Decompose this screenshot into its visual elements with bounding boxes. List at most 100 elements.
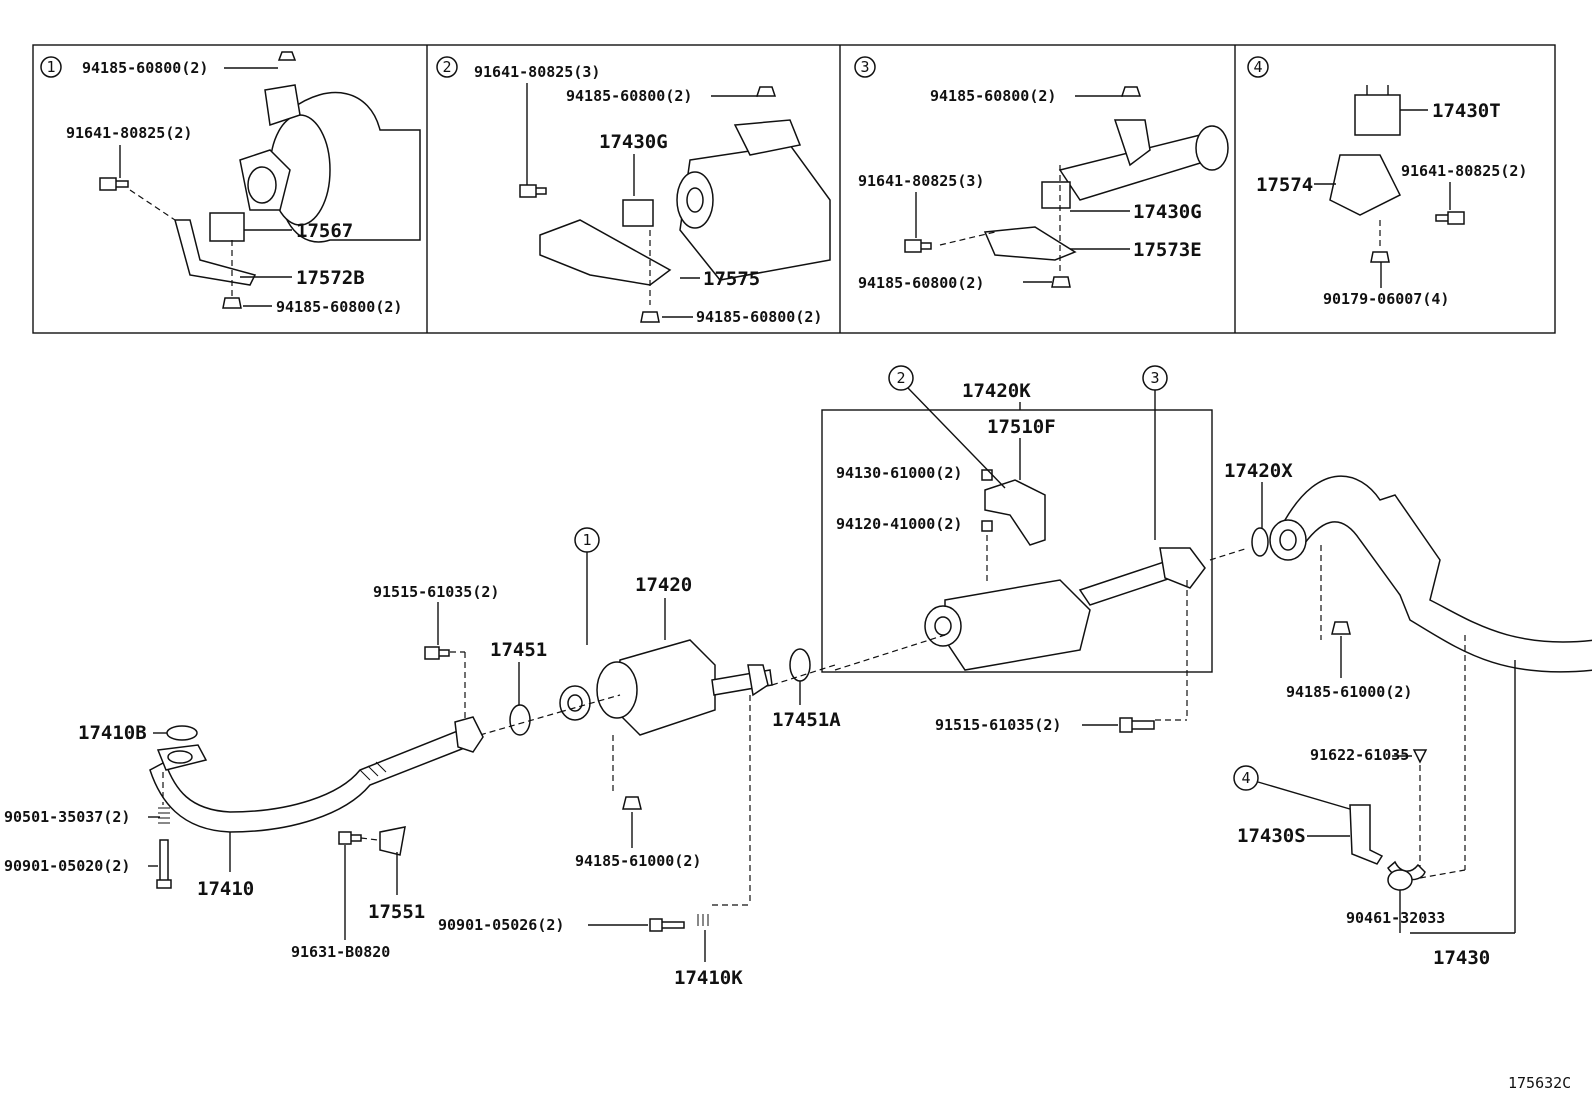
nut-icon — [1331, 621, 1351, 635]
figure-id: 175632C — [1508, 1074, 1571, 1092]
label-17451A: 17451A — [772, 709, 841, 731]
inset-4: 4 17430T 17574 91641-80825(2) 90179-0600… — [1247, 56, 1527, 308]
label-17420: 17420 — [635, 574, 692, 596]
bolt-icon — [519, 184, 547, 198]
bolt-icon — [649, 918, 685, 932]
rubber-mount-icon — [1041, 181, 1071, 209]
nut-icon — [622, 796, 642, 810]
nut-icon — [222, 297, 242, 309]
front-pipe-shape — [149, 729, 474, 833]
bolt-icon — [904, 239, 932, 253]
inset-4-mount-label: 17430T — [1432, 100, 1501, 122]
label-17410K: 17410K — [674, 967, 743, 989]
inset-1-top-nut-label: 94185-60800(2) — [82, 59, 208, 77]
label-91631: 91631-B0820 — [291, 943, 390, 961]
label-91515-front: 91515-61035(2) — [373, 583, 499, 601]
washer-icon — [981, 520, 993, 532]
nut-icon — [277, 51, 297, 61]
gasket-ring-icon — [789, 648, 811, 682]
label-17420X: 17420X — [1224, 460, 1293, 482]
callout-1: 1 — [582, 531, 591, 549]
nut-icon — [755, 86, 777, 97]
spring-icon — [158, 807, 170, 824]
bracket-icon — [983, 226, 1077, 261]
bolt-icon — [99, 177, 129, 191]
inset-1: 1 94185-60800(2) 91641-80825(2) 17567 17… — [40, 51, 421, 316]
sub-assembly-box — [821, 409, 1213, 673]
hanger-shape — [733, 119, 802, 156]
main-assembly: 17420K 17510F 94130-61000(2) 94120-41000… — [4, 365, 1592, 989]
spring-icon — [697, 914, 709, 926]
label-91622: 91622-61035 — [1310, 746, 1409, 764]
inset-3-bracket-label: 17573E — [1133, 239, 1202, 261]
hanger-shape — [264, 84, 301, 126]
inset-4-number-circle — [1247, 56, 1269, 78]
inset-2-bottom-nut-label: 94185-60800(2) — [696, 308, 822, 326]
inset-2-top-nut-label: 94185-60800(2) — [566, 87, 692, 105]
heat-shield-icon — [379, 826, 406, 856]
bolt-icon — [424, 646, 450, 660]
inset-1-bottom-nut-label: 94185-60800(2) — [276, 298, 402, 316]
label-91515-center: 91515-61035(2) — [935, 716, 1061, 734]
inset-4-bolt-label: 91641-80825(2) — [1401, 162, 1527, 180]
inset-3: 3 94185-60800(2) 91641-80825(3) 17430G 1… — [854, 56, 1229, 292]
flange-shape — [454, 716, 484, 753]
callout-2-circle — [888, 365, 914, 391]
gasket-ring-icon — [166, 725, 198, 741]
label-17430S: 17430S — [1237, 825, 1306, 847]
label-17410: 17410 — [197, 878, 254, 900]
center-muffler-shape — [944, 579, 1091, 671]
inset-4-nut-label: 90179-06007(4) — [1323, 290, 1449, 308]
bracket-icon — [174, 219, 257, 286]
label-17420K: 17420K — [962, 380, 1031, 402]
label-17410B: 17410B — [78, 722, 147, 744]
inset-2: 2 91641-80825(3) 94185-60800(2) 17430G 1… — [436, 56, 831, 326]
inset-3-bottom-nut-label: 94185-60800(2) — [858, 274, 984, 292]
label-94185-front: 94185-61000(2) — [575, 852, 701, 870]
label-90501: 90501-35037(2) — [4, 808, 130, 826]
inset-2-mount-label: 17430G — [599, 131, 668, 153]
label-90901-front: 90901-05020(2) — [4, 857, 130, 875]
nut-icon — [1051, 276, 1071, 288]
nut-icon — [640, 311, 660, 323]
gasket-ring-icon — [509, 704, 531, 736]
callout-3: 3 — [1150, 369, 1159, 387]
inset-1-number-circle — [40, 56, 62, 78]
callout-2: 2 — [896, 369, 905, 387]
nut-icon — [1120, 86, 1142, 97]
bracket-icon — [1329, 154, 1402, 216]
label-17451: 17451 — [490, 639, 547, 661]
tail-pipe-muffler-shape — [1284, 475, 1592, 673]
inset-2-bracket-label: 17575 — [703, 268, 760, 290]
nut-icon — [981, 469, 993, 481]
inset-2-number: 2 — [442, 58, 451, 76]
inset-2-bolt-label: 91641-80825(3) — [474, 63, 600, 81]
inset-3-number-circle — [854, 56, 876, 78]
rubber-mount-icon — [1354, 94, 1401, 136]
nut-icon — [1370, 251, 1390, 263]
label-94120: 94120-41000(2) — [836, 515, 962, 533]
hanger-shape — [1113, 119, 1151, 167]
flange-shape — [1159, 547, 1206, 589]
inset-4-number: 4 — [1253, 58, 1262, 76]
inset-3-top-nut-label: 94185-60800(2) — [930, 87, 1056, 105]
rubber-mount-icon — [209, 212, 245, 242]
inset-4-bracket-label: 17574 — [1256, 174, 1313, 196]
rubber-mount-icon — [622, 199, 654, 227]
inset-3-bolt-label: 91641-80825(3) — [858, 172, 984, 190]
inset-3-number: 3 — [860, 58, 869, 76]
label-17551: 17551 — [368, 901, 425, 923]
label-17430: 17430 — [1433, 947, 1490, 969]
bolt-icon — [1412, 749, 1428, 764]
inset-1-bracket-label: 17572B — [296, 267, 365, 289]
bracket-icon — [1349, 804, 1384, 865]
inset-3-mount-label: 17430G — [1133, 201, 1202, 223]
label-90901-rear: 90901-05026(2) — [438, 916, 564, 934]
label-90461: 90461-32033 — [1346, 909, 1445, 927]
inset-1-bolt-label: 91641-80825(2) — [66, 124, 192, 142]
callout-4: 4 — [1241, 769, 1250, 787]
gasket-ring-icon — [1251, 527, 1269, 557]
label-17510F: 17510F — [987, 416, 1056, 438]
callout-4-circle — [1233, 765, 1259, 791]
